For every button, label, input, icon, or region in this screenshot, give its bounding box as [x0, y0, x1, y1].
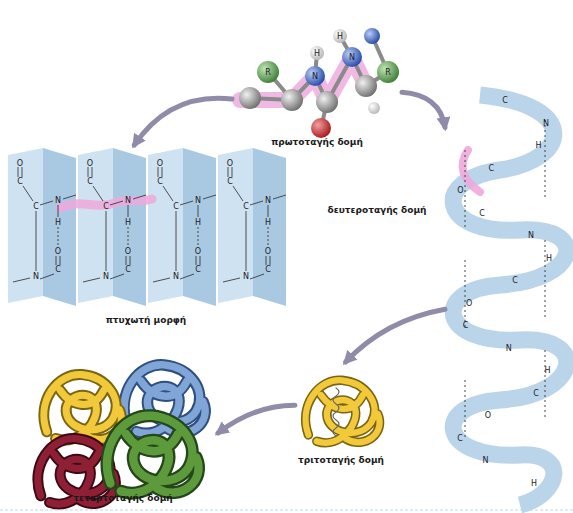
atom-letter: C [533, 388, 539, 397]
atom-letter: N [528, 231, 534, 240]
atom-letter: C [173, 202, 179, 211]
atom-letter: C [125, 265, 131, 274]
atom-letter: C [17, 177, 23, 186]
atom-letter: N [506, 343, 512, 352]
atom-letter: N [33, 272, 39, 281]
atom-letter: C [502, 96, 508, 105]
atom-letter: C [33, 202, 39, 211]
atom-letter: N [543, 118, 549, 127]
atom-letter: H [536, 141, 542, 150]
atom-letter: O [195, 247, 201, 256]
atom-letter: O [265, 247, 271, 256]
flow-arrow [346, 309, 445, 362]
atom-letter: C [243, 202, 249, 211]
structure-panel: δευτεροταγής δομή [445, 85, 570, 508]
atom-letter: H [265, 218, 271, 227]
atom-letter: C [227, 177, 233, 186]
atom-letter: O [87, 159, 93, 168]
atom-letter: C [103, 202, 109, 211]
atom-letter: H [195, 218, 201, 227]
structure-caption: τριτοταγής δομή [285, 455, 397, 466]
structure-panel: τριτοταγής δομή [295, 362, 387, 470]
atom-letter: N [265, 196, 271, 205]
structure-caption: δευτεροταγής δομή [317, 205, 437, 216]
atom-letter: H [546, 253, 552, 262]
atom-letter: C [457, 433, 463, 442]
atom-letter: O [457, 186, 463, 195]
structure-caption: πρωτοταγής δομή [232, 137, 402, 148]
atom-letter: C [512, 276, 518, 285]
flow-arrow [218, 405, 295, 433]
atom-letter: C [195, 265, 201, 274]
atom-letter: H [337, 32, 343, 41]
atom-letter: O [17, 159, 23, 168]
atom-letter: C [157, 177, 163, 186]
atom-letter: C [87, 177, 93, 186]
atom-letter: R [385, 68, 391, 77]
atom-letter: O [466, 298, 472, 307]
atom-letter: O [125, 247, 131, 256]
atom-letter: C [265, 265, 271, 274]
atom-letter: C [55, 265, 61, 274]
atom-letter: N [349, 53, 355, 62]
atom-letter: C [463, 321, 469, 330]
flow-arrow [134, 98, 232, 145]
flow-arrow [402, 92, 445, 127]
tertiary-fold [306, 380, 380, 443]
atom-letter: N [125, 196, 131, 205]
atom-letter: H [125, 218, 131, 227]
atom-letter: O [55, 247, 61, 256]
atom-letter: O [485, 411, 491, 420]
quaternary-assembly [38, 365, 205, 504]
atom-letter: O [227, 159, 233, 168]
atom-letter: H [544, 366, 550, 375]
pleated-sheet [8, 148, 286, 306]
atom-letter: N [195, 196, 201, 205]
atom-letter: N [173, 272, 179, 281]
amino-acid-chain [239, 28, 399, 138]
atom-letter: N [482, 456, 488, 465]
structure-caption: τεταρτοταγής δομή [28, 493, 218, 504]
atom-letter: O [157, 159, 163, 168]
atom-letter: H [531, 478, 537, 487]
structure-panel: τεταρτοταγής δομή [28, 358, 218, 508]
atom-letter: N [103, 272, 109, 281]
atom-letter: R [265, 68, 271, 77]
structure-caption: πτυχωτή μορφή [0, 315, 292, 326]
atom-letter: H [314, 49, 320, 58]
atom-letter: N [55, 196, 61, 205]
atom-letter: C [479, 208, 485, 217]
page-rule [0, 510, 573, 511]
atom-letter: N [243, 272, 249, 281]
alpha-helix [453, 95, 567, 505]
atom-letter: N [312, 72, 318, 81]
atom-letter: C [489, 163, 495, 172]
structure-panel: πτυχωτή μορφή [0, 145, 292, 330]
structure-panel: πρωτοταγής δομή [232, 18, 402, 153]
atom-letter: H [55, 218, 61, 227]
